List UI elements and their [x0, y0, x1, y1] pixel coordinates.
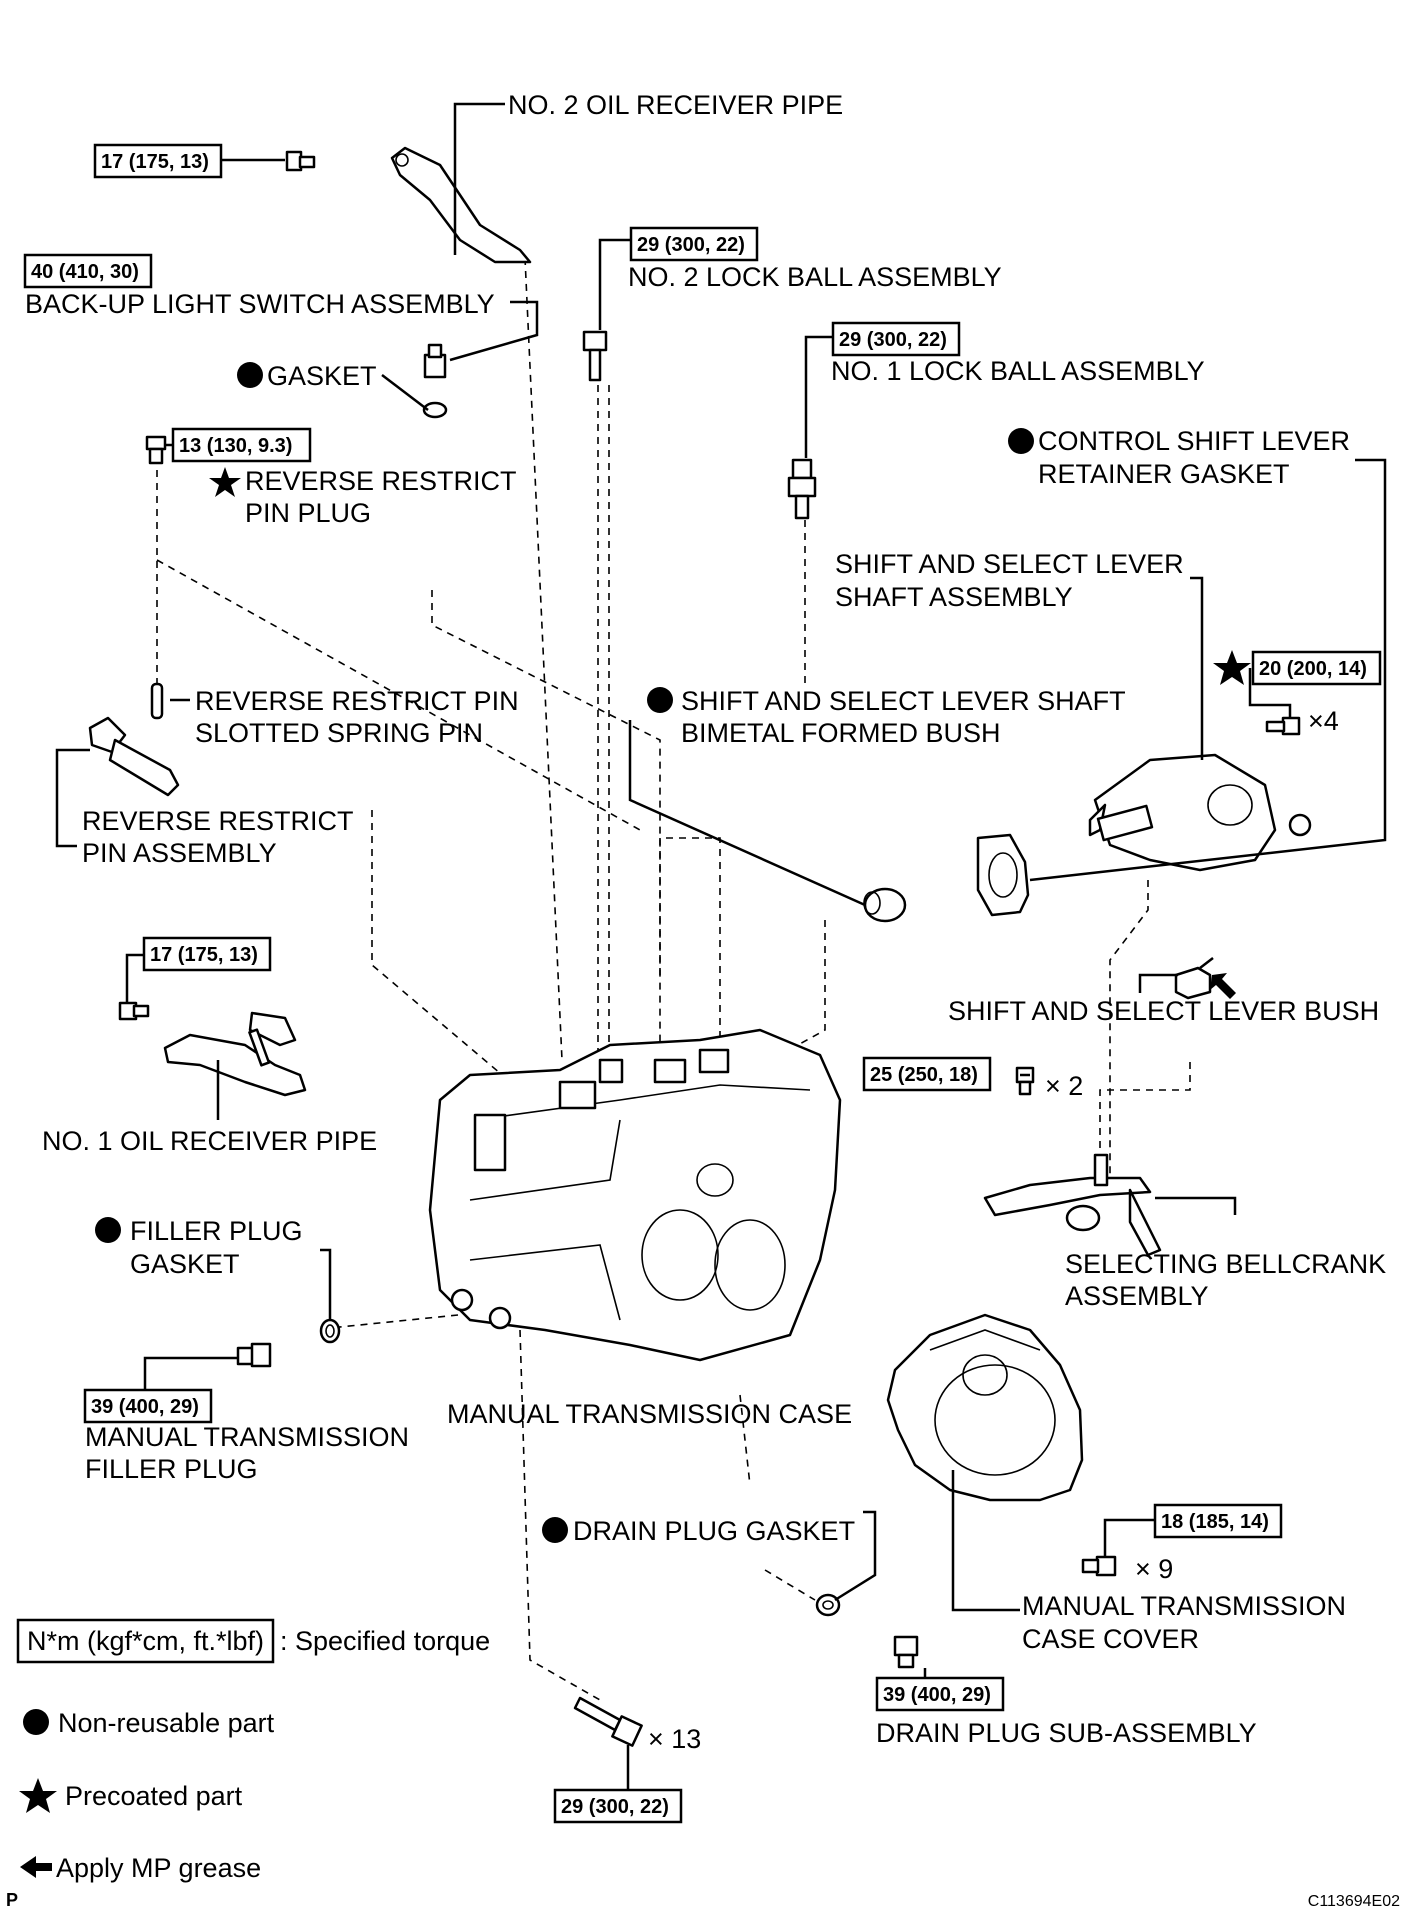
label-bellcrank-1: SELECTING BELLCRANK	[1065, 1249, 1386, 1279]
part-symbols	[95, 362, 1251, 1543]
drain-plug-gasket-part	[815, 1593, 841, 1617]
shift-select-lever-shaft-assembly-part	[1088, 753, 1312, 872]
legend-non-reusable: Non-reusable part	[58, 1708, 275, 1738]
precoated-star-icon	[19, 1778, 57, 1813]
torque-29-lock1: 29 (300, 22)	[839, 329, 947, 351]
label-case-cover-2: CASE COVER	[1022, 1624, 1199, 1654]
label-transmission-case: MANUAL TRANSMISSION CASE	[447, 1399, 852, 1429]
torque-20: 20 (200, 14)	[1259, 658, 1367, 680]
part-labels: NO. 2 OIL RECEIVER PIPE BACK-UP LIGHT SW…	[25, 90, 1386, 1748]
reverse-restrict-pin-plug-part	[145, 435, 167, 465]
legend: N*m (kgf*cm, ft.*lbf) : Specified torque…	[16, 1618, 490, 1883]
non-reusable-icon	[647, 687, 673, 713]
non-reusable-icon	[23, 1709, 49, 1735]
label-bellcrank-2: ASSEMBLY	[1065, 1281, 1209, 1311]
case-cover-part	[886, 1313, 1084, 1502]
torque-29-lock2: 29 (300, 22)	[637, 234, 745, 256]
legend-torque-box: N*m (kgf*cm, ft.*lbf)	[27, 1626, 264, 1656]
drain-plug-part	[893, 1635, 919, 1669]
label-control-shift-gasket-2: RETAINER GASKET	[1038, 459, 1290, 489]
reverse-restrict-pin-assembly-part	[88, 716, 180, 797]
torque-39-filler: 39 (400, 29)	[91, 1396, 199, 1418]
selecting-bellcrank-part	[983, 1153, 1162, 1257]
torque-17a: 17 (175, 13)	[101, 151, 209, 173]
footer: P C113694E02	[6, 1890, 1400, 1910]
label-pin-assembly-1: REVERSE RESTRICT	[82, 806, 354, 836]
bolt-20-part	[1265, 716, 1301, 736]
legend-precoated: Precoated part	[65, 1781, 243, 1811]
filler-plug-part	[236, 1342, 272, 1368]
torque-39-drain: 39 (400, 29)	[883, 1684, 991, 1706]
shift-select-lever-bush-part	[1174, 966, 1212, 1000]
non-reusable-icon	[542, 1517, 568, 1543]
no2-oil-receiver-pipe-part	[390, 146, 532, 264]
bolt-18-part	[1081, 1555, 1117, 1577]
non-reusable-icon	[237, 362, 263, 388]
bolt-29-case-part	[573, 1696, 643, 1747]
label-filler-gasket-2: GASKET	[130, 1249, 240, 1279]
label-no1-oil-receiver-pipe: NO. 1 OIL RECEIVER PIPE	[42, 1126, 377, 1156]
label-drain-gasket: DRAIN PLUG GASKET	[573, 1516, 855, 1546]
label-filler-plug-1: MANUAL TRANSMISSION	[85, 1422, 409, 1452]
legend-torque-text: : Specified torque	[280, 1626, 490, 1656]
precoated-star-icon	[209, 467, 241, 497]
bolt-17a-part	[285, 150, 316, 172]
figure-code: C113694E02	[1308, 1893, 1400, 1910]
main-transmission-case	[428, 1028, 842, 1362]
label-pin-assembly-2: PIN ASSEMBLY	[82, 838, 277, 868]
label-backup-light-switch: BACK-UP LIGHT SWITCH ASSEMBLY	[25, 289, 495, 319]
lock-ball-2-part	[582, 330, 608, 382]
mp-grease-arrow-icon	[20, 1856, 52, 1878]
label-bimetal-bush-1: SHIFT AND SELECT LEVER SHAFT	[681, 686, 1126, 716]
non-reusable-icon	[95, 1217, 121, 1243]
backup-light-switch-part	[422, 343, 448, 419]
filler-plug-gasket-part	[319, 1318, 341, 1344]
lock-ball-1-part	[787, 458, 817, 520]
precoated-star-icon	[1213, 650, 1251, 685]
qty-x9: × 9	[1135, 1554, 1173, 1584]
control-shift-lever-retainer-gasket-part	[976, 833, 1030, 917]
page-mark: P	[6, 1890, 18, 1910]
torque-17b: 17 (175, 13)	[150, 944, 258, 966]
bolt-17b-part	[118, 1001, 150, 1021]
torque-18: 18 (185, 14)	[1161, 1511, 1269, 1533]
qty-x13: × 13	[648, 1724, 701, 1754]
no1-oil-receiver-pipe-part	[163, 1011, 307, 1097]
non-reusable-icon	[1008, 428, 1034, 454]
bimetal-bush-part	[863, 887, 907, 923]
label-no2-lock-ball: NO. 2 LOCK BALL ASSEMBLY	[628, 262, 1002, 292]
label-slotted-pin-1: REVERSE RESTRICT PIN	[195, 686, 519, 716]
label-reverse-restrict-pin-plug-1: REVERSE RESTRICT	[245, 466, 517, 496]
label-filler-plug-2: FILLER PLUG	[85, 1454, 258, 1484]
torque-40: 40 (410, 30)	[31, 261, 139, 283]
leader-lines	[55, 102, 1387, 1790]
label-no2-oil-receiver-pipe: NO. 2 OIL RECEIVER PIPE	[508, 90, 843, 120]
bolt-25-part	[1015, 1066, 1035, 1096]
qty-x2: × 2	[1045, 1071, 1083, 1101]
torque-13: 13 (130, 9.3)	[179, 435, 292, 457]
torque-specs: 17 (175, 13) 40 (410, 30) 13 (130, 9.3) …	[23, 143, 1382, 1824]
legend-mp-grease: Apply MP grease	[56, 1853, 261, 1883]
label-control-shift-gasket-1: CONTROL SHIFT LEVER	[1038, 426, 1350, 456]
label-drain-plug: DRAIN PLUG SUB-ASSEMBLY	[876, 1718, 1257, 1748]
quantities: ×4 × 2 × 9 × 13	[648, 706, 1339, 1754]
qty-x4: ×4	[1308, 706, 1339, 736]
label-reverse-restrict-pin-plug-2: PIN PLUG	[245, 498, 371, 528]
torque-29-case: 29 (300, 22)	[561, 1796, 669, 1818]
label-shift-select-shaft-1: SHIFT AND SELECT LEVER	[835, 549, 1184, 579]
mp-grease-arrow-icon	[1210, 973, 1236, 999]
torque-25: 25 (250, 18)	[870, 1064, 978, 1086]
label-bimetal-bush-2: BIMETAL FORMED BUSH	[681, 718, 1001, 748]
label-filler-gasket-1: FILLER PLUG	[130, 1216, 303, 1246]
label-case-cover-1: MANUAL TRANSMISSION	[1022, 1591, 1346, 1621]
label-gasket: GASKET	[267, 361, 377, 391]
label-no1-lock-ball: NO. 1 LOCK BALL ASSEMBLY	[831, 356, 1205, 386]
label-lever-bush: SHIFT AND SELECT LEVER BUSH	[948, 996, 1379, 1026]
slotted-spring-pin-part	[150, 682, 164, 720]
label-slotted-pin-2: SLOTTED SPRING PIN	[195, 718, 483, 748]
label-shift-select-shaft-2: SHAFT ASSEMBLY	[835, 582, 1073, 612]
